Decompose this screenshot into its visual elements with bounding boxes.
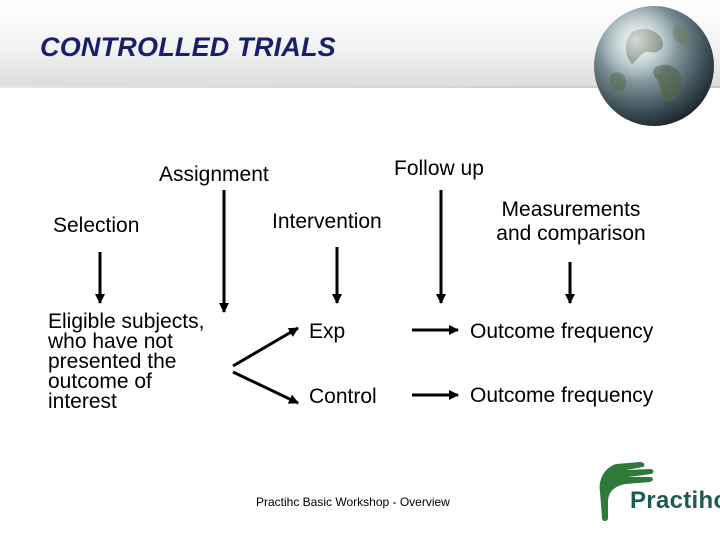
exp-label: Exp [309, 320, 346, 343]
globe-icon [594, 6, 714, 126]
follow-up-label: Follow up [394, 157, 484, 180]
assignment-label: Assignment [159, 163, 269, 186]
intervention-label: Intervention [272, 210, 382, 233]
split-arrow-exp [232, 326, 299, 368]
measurements-label: Measurements and comparison [479, 198, 663, 246]
measurements-line-1: Measurements [501, 198, 641, 221]
measurements-line-2: and comparison [496, 222, 646, 245]
split-arrow-control [232, 370, 299, 405]
hand-icon [599, 462, 654, 521]
slide-title: CONTROLLED TRIALS [40, 32, 336, 62]
eligible-subjects-label: Eligible subjects, who have not presente… [48, 310, 205, 413]
footer-text: Practihc Basic Workshop - Overview [256, 495, 450, 509]
selection-label: Selection [53, 214, 140, 237]
practihc-logo-text: Practihc [630, 487, 720, 514]
control-label: Control [309, 385, 377, 408]
outcome-control-label: Outcome frequency [470, 384, 654, 407]
outcome-exp-label: Outcome frequency [470, 320, 654, 343]
